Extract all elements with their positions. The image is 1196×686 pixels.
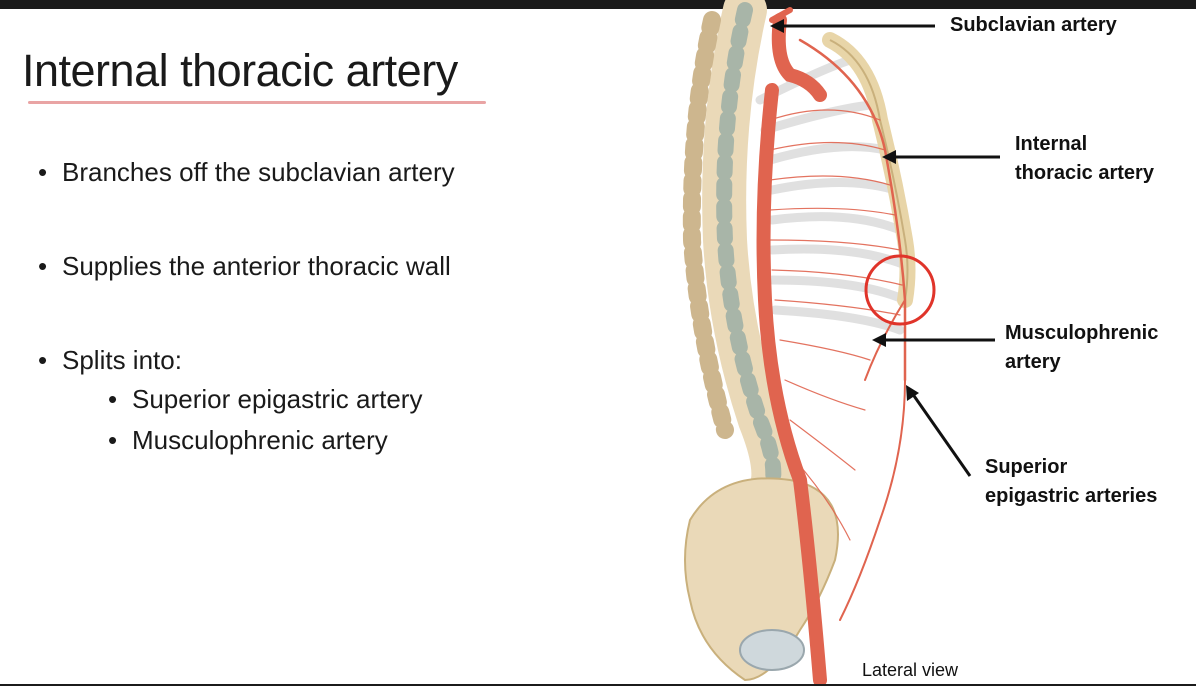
rib-cage	[755, 55, 910, 335]
label-line: Musculophrenic	[1005, 322, 1159, 344]
label-line: thoracic artery	[1015, 162, 1154, 184]
label-line: epigastric arteries	[985, 485, 1158, 507]
bullet-item: Supplies the anterior thoracic wall	[38, 251, 598, 282]
label-superior-epigastric-arteries: Superior epigastric arteries	[985, 453, 1157, 511]
bottom-window-bar	[0, 684, 1196, 686]
highlight-circle	[864, 254, 936, 326]
title-underline	[28, 101, 486, 104]
label-line: Superior	[985, 456, 1068, 478]
bullet-text: Splits into:	[62, 345, 182, 375]
anatomy-illustration	[682, 0, 1000, 686]
label-internal-thoracic-artery: Internal thoracic artery	[1015, 130, 1154, 188]
bullet-list: Branches off the subclavian artery Suppl…	[38, 157, 598, 466]
figure-caption: Lateral view	[862, 660, 959, 680]
sternum	[822, 32, 916, 308]
sub-bullet-list: Superior epigastric artery Musculophreni…	[62, 384, 598, 456]
label-line: artery	[1005, 351, 1061, 373]
slide: Internal thoracic artery Branches off th…	[0, 9, 1196, 684]
bullet-item: Branches off the subclavian artery	[38, 157, 598, 188]
slide-title: Internal thoracic artery	[22, 45, 458, 96]
pointer-arrows	[770, 19, 1000, 477]
label-line: Internal	[1015, 133, 1088, 155]
arteries	[756, 7, 907, 686]
bullet-item-with-sublist: Splits into: Superior epigastric artery …	[38, 345, 598, 456]
label-musculophrenic-artery: Musculophrenic artery	[1005, 319, 1158, 377]
sub-bullet-item: Superior epigastric artery	[62, 384, 598, 415]
sub-bullet-item: Musculophrenic artery	[62, 425, 598, 456]
vertebral-column	[682, 0, 796, 512]
top-window-bar	[0, 0, 1196, 9]
label-subclavian-artery: Subclavian artery	[950, 14, 1117, 36]
